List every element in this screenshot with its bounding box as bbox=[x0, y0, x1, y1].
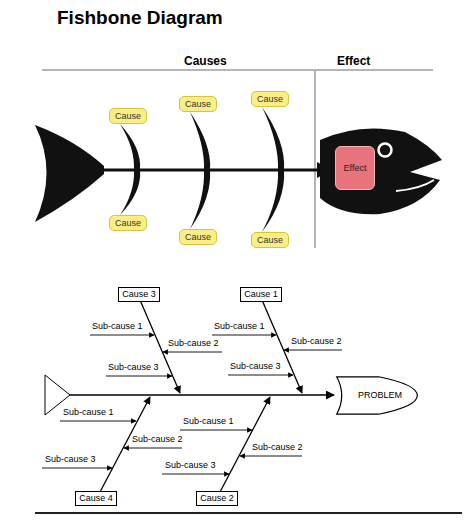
divider-line bbox=[314, 70, 316, 248]
sub-cause-label: Sub-cause 1 bbox=[214, 321, 265, 332]
sub-cause-arrow bbox=[228, 375, 293, 376]
sub-cause-arrow bbox=[90, 335, 154, 336]
sub-cause-arrow bbox=[212, 335, 276, 336]
fish-bone bbox=[262, 107, 284, 232]
fish-mouth bbox=[396, 180, 434, 191]
cause-box: Cause 2 bbox=[196, 491, 238, 506]
sub-cause-label: Sub-cause 3 bbox=[45, 454, 96, 465]
effect-box: Effect bbox=[335, 146, 375, 190]
cause-box: Cause bbox=[109, 108, 147, 124]
node-text: Cause bbox=[185, 99, 211, 110]
sub-cause-label: Sub-cause 3 bbox=[165, 460, 216, 471]
cause-box: Cause bbox=[179, 229, 217, 245]
bone-line bbox=[262, 300, 302, 393]
sub-cause-label: Sub-cause 3 bbox=[230, 361, 281, 372]
sub-cause-label: Sub-cause 1 bbox=[92, 321, 143, 332]
sub-cause-arrow bbox=[163, 352, 222, 353]
sub-cause-label: Sub-cause 2 bbox=[291, 336, 342, 347]
node-text: PROBLEM bbox=[358, 390, 402, 401]
node-text: Cause bbox=[115, 111, 141, 122]
cause-box: Cause bbox=[251, 232, 289, 248]
node-text: Cause 4 bbox=[79, 493, 113, 504]
sub-cause-arrow bbox=[42, 468, 112, 469]
node-text: Effect bbox=[344, 163, 367, 174]
sub-cause-arrow bbox=[124, 448, 182, 449]
fish-bone bbox=[190, 112, 210, 229]
fish-tail bbox=[35, 125, 104, 222]
cause-box: Cause bbox=[109, 215, 147, 231]
sub-cause-label: Sub-cause 2 bbox=[132, 434, 183, 445]
fish-eye bbox=[379, 144, 392, 157]
spine-line bbox=[70, 394, 334, 396]
cause-box: Cause 3 bbox=[118, 287, 160, 302]
sub-cause-arrow bbox=[162, 474, 229, 475]
cause-box: Cause 4 bbox=[75, 491, 117, 506]
header-line bbox=[42, 69, 433, 71]
node-text: Cause 1 bbox=[244, 289, 278, 300]
node-text: Cause bbox=[115, 218, 141, 229]
sub-cause-arrow bbox=[240, 456, 302, 457]
diagram-title: Fishbone Diagram bbox=[57, 6, 223, 30]
section-heading: Causes bbox=[184, 54, 227, 68]
node-text: Cause 2 bbox=[200, 493, 234, 504]
sub-cause-label: Sub-cause 1 bbox=[183, 416, 234, 427]
cause-box: Cause bbox=[251, 91, 289, 107]
sub-cause-arrow bbox=[180, 430, 252, 431]
sub-cause-arrow bbox=[106, 376, 172, 377]
section-heading: Effect bbox=[337, 54, 370, 68]
node-text: Cause bbox=[257, 94, 283, 105]
node-text: Cause bbox=[185, 232, 211, 243]
fish-head bbox=[320, 128, 442, 214]
cause-box: Cause bbox=[179, 96, 217, 112]
node-text: Cause 3 bbox=[122, 289, 156, 300]
node-text: Cause bbox=[257, 235, 283, 246]
sub-cause-label: Sub-cause 2 bbox=[168, 338, 219, 349]
sub-cause-label: Sub-cause 1 bbox=[63, 407, 114, 418]
cause-box: Cause 1 bbox=[240, 287, 282, 302]
sub-cause-arrow bbox=[284, 350, 342, 351]
fish-bone bbox=[120, 124, 140, 215]
sub-cause-label: Sub-cause 3 bbox=[108, 362, 159, 373]
bottom-rule bbox=[35, 512, 462, 514]
sub-cause-label: Sub-cause 2 bbox=[252, 442, 303, 453]
sub-cause-arrow bbox=[60, 421, 136, 422]
problem-head: PROBLEM bbox=[335, 376, 419, 415]
